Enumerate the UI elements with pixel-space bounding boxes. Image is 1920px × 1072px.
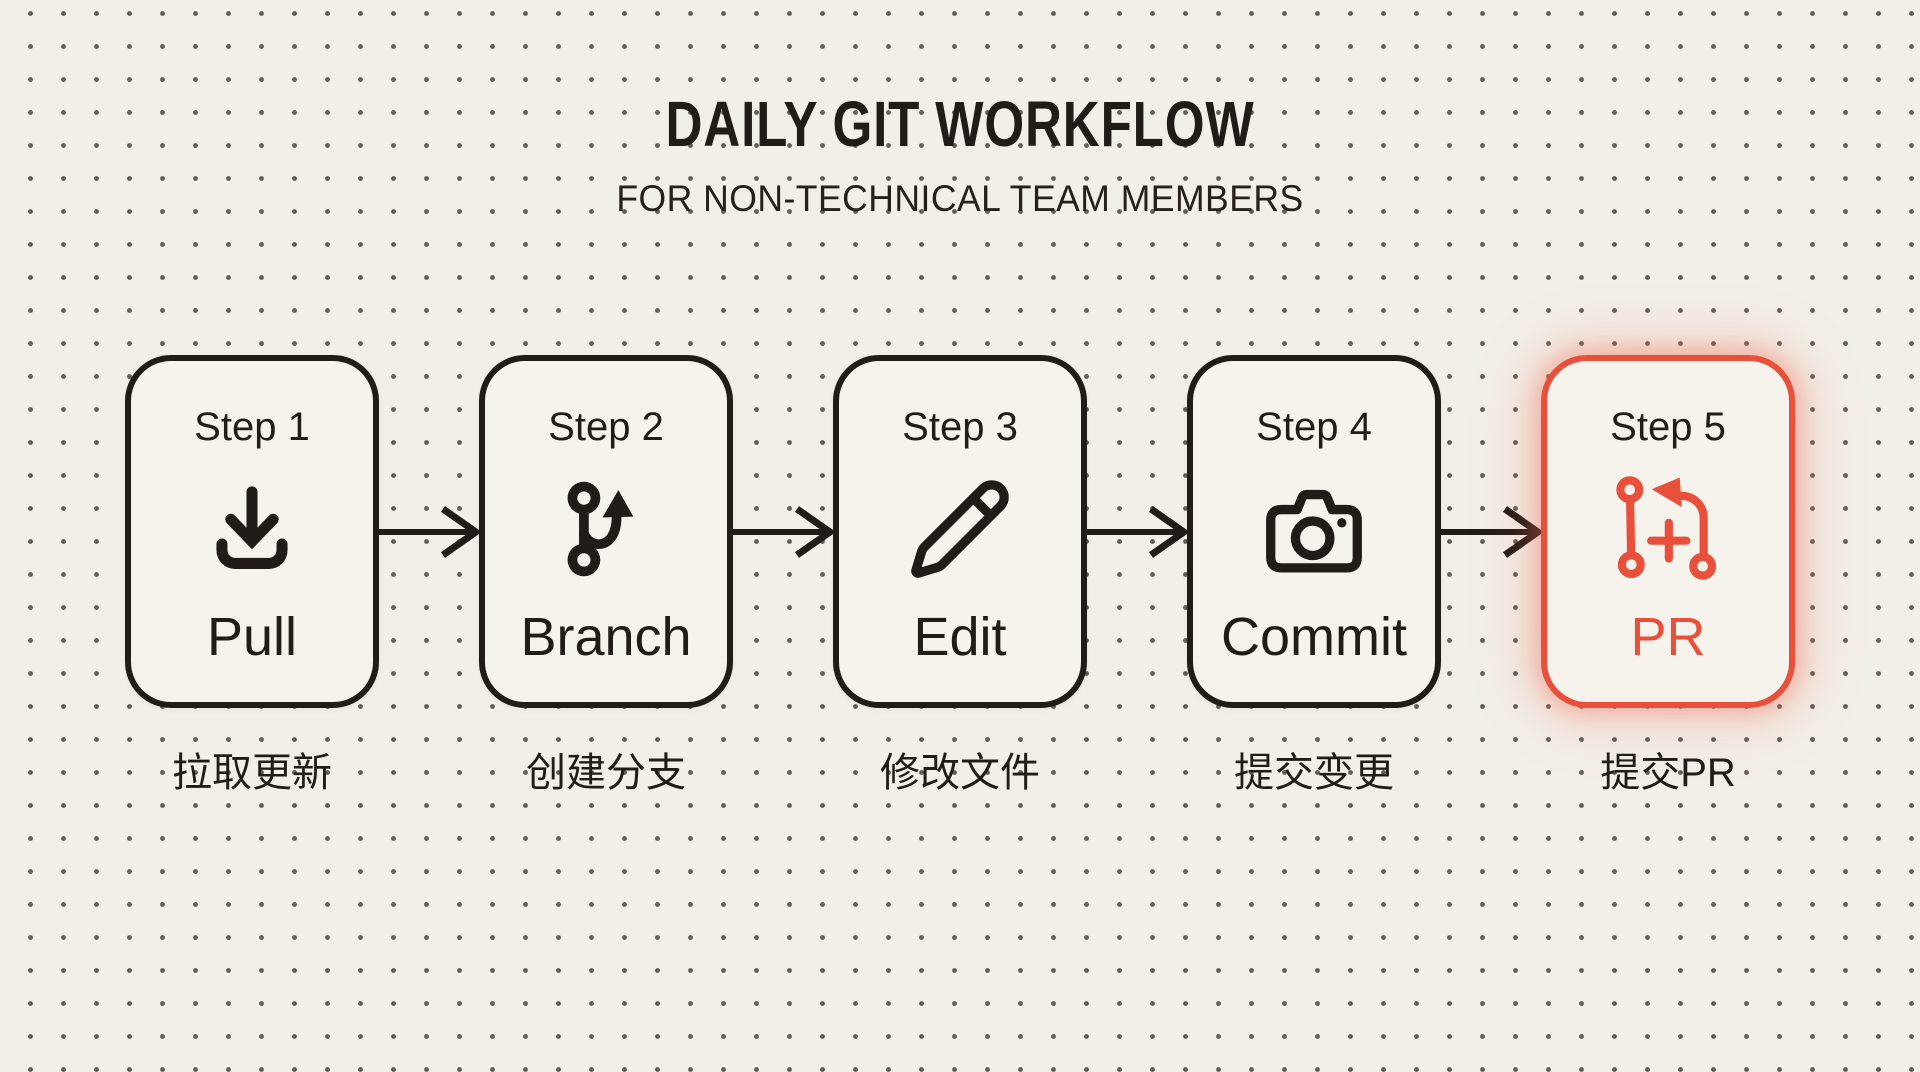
page-header: DAILY GIT WORKFLOW FOR NON-TECHNICAL TEA… xyxy=(0,0,1920,220)
step-label: Step 2 xyxy=(548,405,664,449)
captions-row: 拉取更新 创建分支 修改文件 提交变更 提交PR xyxy=(0,744,1920,802)
step-name: Commit xyxy=(1221,607,1407,667)
pull-request-icon xyxy=(1615,475,1721,582)
flow-arrow-icon xyxy=(1441,355,1541,708)
step-card-edit: Step 3 Edit xyxy=(833,355,1087,708)
git-branch-icon xyxy=(553,476,659,582)
step-caption: 提交变更 xyxy=(1234,751,1394,795)
caption-spacer xyxy=(379,744,479,802)
step-card-pull: Step 1 Pull xyxy=(125,355,379,708)
flow-arrow-icon xyxy=(1087,355,1187,708)
camera-icon xyxy=(1261,476,1367,582)
page-title: DAILY GIT WORKFLOW xyxy=(665,88,1255,160)
caption-spacer xyxy=(733,744,833,802)
step-name: Edit xyxy=(913,607,1007,667)
step-name: PR xyxy=(1630,607,1706,667)
flow-arrow-icon xyxy=(379,355,479,708)
step-caption: 修改文件 xyxy=(880,751,1040,795)
pencil-icon xyxy=(907,476,1013,582)
step-card-branch: Step 2 Branch xyxy=(479,355,733,708)
caption-spacer xyxy=(1441,744,1541,802)
step-caption: 提交PR xyxy=(1600,751,1736,795)
step-name: Pull xyxy=(206,607,298,667)
page-subtitle: FOR NON-TECHNICAL TEAM MEMBERS xyxy=(616,178,1304,219)
flow-arrow-icon xyxy=(733,355,833,708)
download-icon xyxy=(199,476,305,582)
step-caption: 创建分支 xyxy=(526,751,686,795)
workflow-steps-row: Step 1 Pull Step 2 xyxy=(0,355,1920,708)
step-label: Step 1 xyxy=(194,405,310,449)
step-name: Branch xyxy=(520,607,692,667)
step-label: Step 3 xyxy=(902,405,1018,449)
step-label: Step 5 xyxy=(1610,405,1726,449)
step-caption: 拉取更新 xyxy=(172,751,332,795)
step-card-commit: Step 4 Commit xyxy=(1187,355,1441,708)
step-label: Step 4 xyxy=(1256,405,1372,449)
caption-spacer xyxy=(1087,744,1187,802)
step-card-pr: Step 5 PR xyxy=(1541,355,1795,708)
